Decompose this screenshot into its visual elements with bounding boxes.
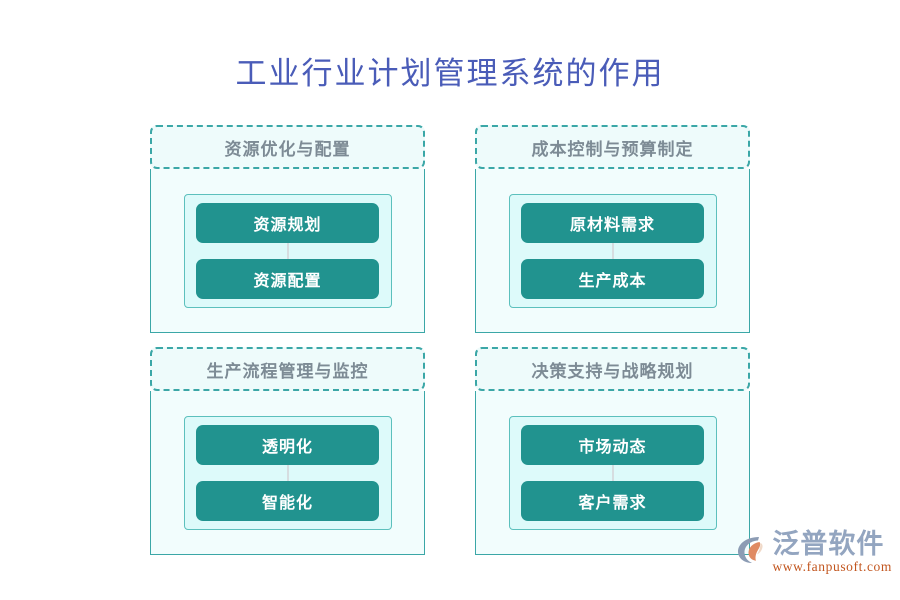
connector-line: [286, 461, 289, 484]
quadrant-item-pill[interactable]: 市场动态: [521, 424, 704, 465]
quadrant-body: 资源规划 资源配置: [150, 169, 425, 333]
quadrant-inner-box: 市场动态 客户需求: [508, 415, 717, 530]
quadrant-resource-optimization: 资源优化与配置 资源规划 资源配置: [150, 125, 425, 333]
quadrant-item-pill[interactable]: 透明化: [196, 424, 379, 465]
quadrant-item-pill[interactable]: 客户需求: [521, 480, 704, 521]
quadrant-item-pill[interactable]: 原材料需求: [521, 202, 704, 243]
quadrant-body: 原材料需求 生产成本: [475, 169, 750, 333]
logo-text-block: 泛普软件 www.fanpusoft.com: [772, 530, 892, 575]
logo-website-url: www.fanpusoft.com: [772, 559, 892, 575]
quadrant-inner-box: 透明化 智能化: [183, 415, 392, 530]
connector-line: [286, 239, 289, 262]
quadrant-item-pill[interactable]: 资源配置: [196, 258, 379, 299]
quadrant-decision-support: 决策支持与战略规划 市场动态 客户需求: [475, 347, 750, 555]
quadrant-header: 生产流程管理与监控: [150, 347, 425, 391]
quadrant-header: 成本控制与预算制定: [475, 125, 750, 169]
quadrant-item-pill[interactable]: 生产成本: [521, 258, 704, 299]
quadrant-body: 市场动态 客户需求: [475, 391, 750, 555]
quadrant-item-pill[interactable]: 智能化: [196, 480, 379, 521]
quadrant-header: 资源优化与配置: [150, 125, 425, 169]
connector-line: [611, 461, 614, 484]
quadrant-header: 决策支持与战略规划: [475, 347, 750, 391]
quadrant-inner-box: 资源规划 资源配置: [183, 193, 392, 308]
quadrant-matrix: 资源优化与配置 资源规划 资源配置 成本控制与预算制定 原材料需求 生产成本: [150, 125, 750, 555]
connector-line: [611, 239, 614, 262]
logo-company-name: 泛普软件: [772, 529, 885, 559]
quadrant-production-process: 生产流程管理与监控 透明化 智能化: [150, 347, 425, 555]
page-title: 工业行业计划管理系统的作用: [235, 56, 665, 91]
quadrant-inner-box: 原材料需求 生产成本: [508, 193, 717, 308]
quadrant-item-pill[interactable]: 资源规划: [196, 202, 379, 243]
quadrant-cost-control: 成本控制与预算制定 原材料需求 生产成本: [475, 125, 750, 333]
quadrant-body: 透明化 智能化: [150, 391, 425, 555]
fanpu-logo-icon: [738, 537, 763, 563]
watermark-logo: 泛普软件 www.fanpusoft.com: [735, 530, 892, 582]
